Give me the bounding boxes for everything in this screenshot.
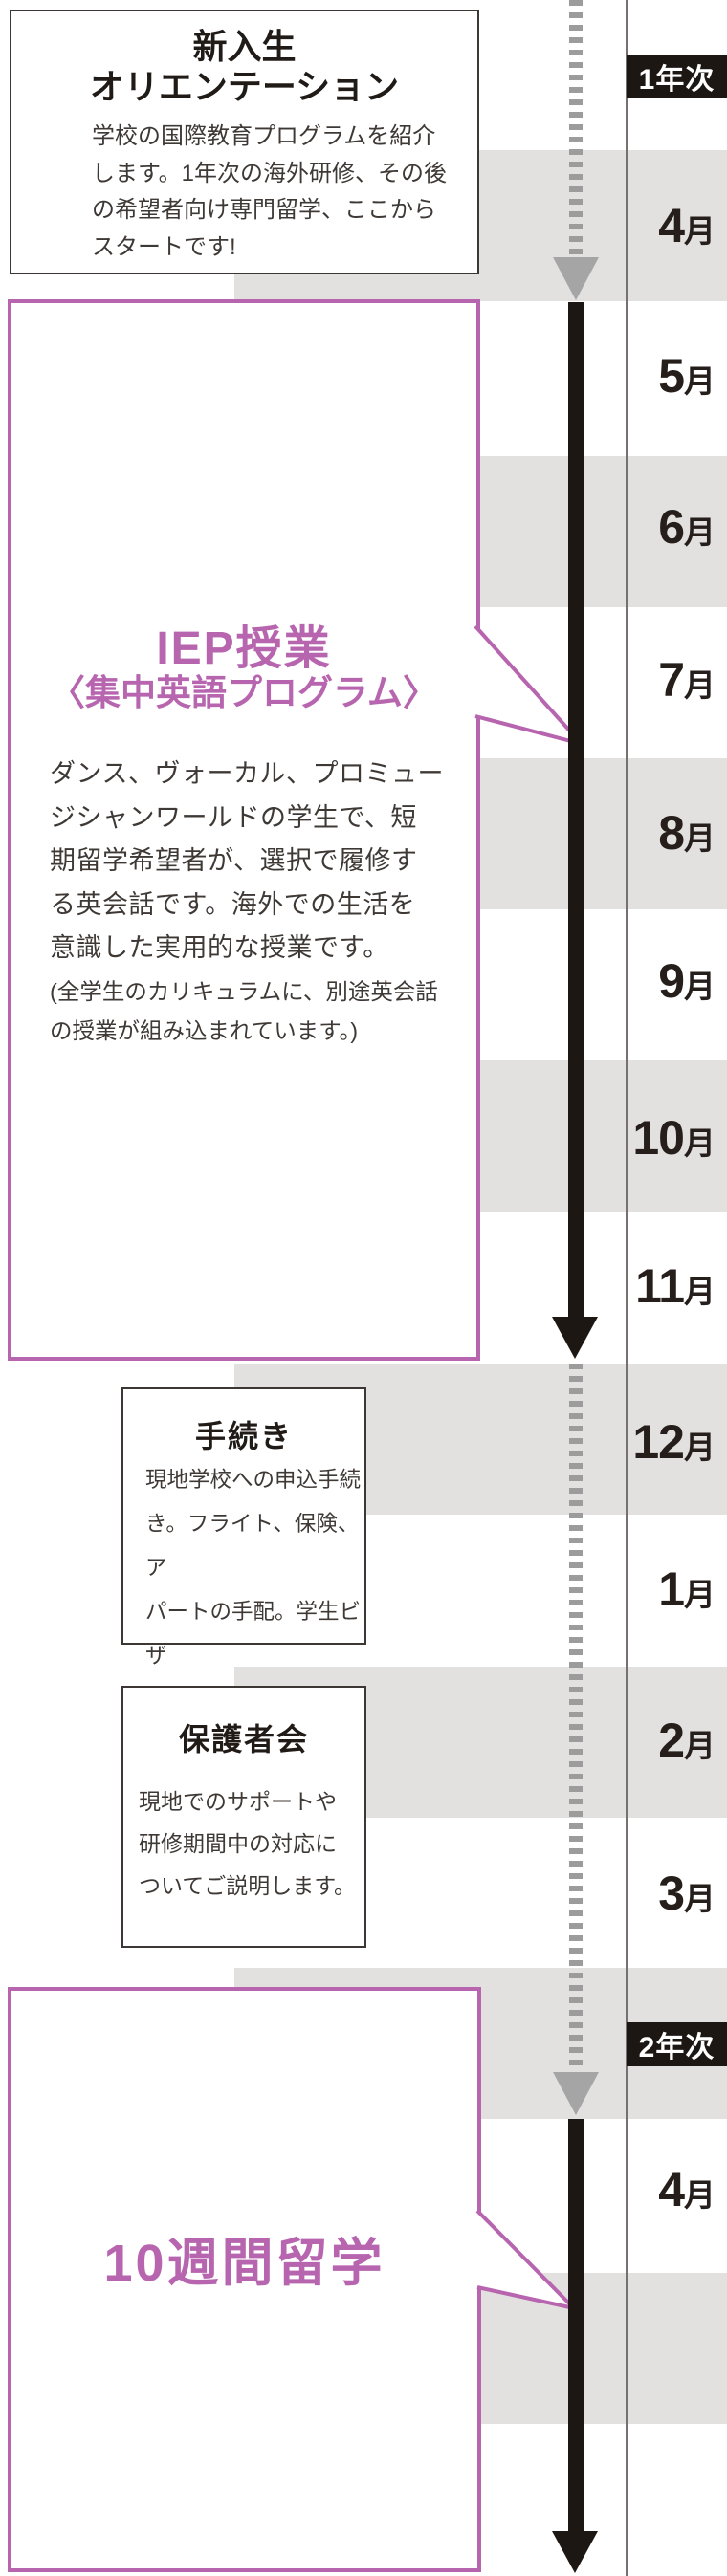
parents-meeting-box: 保護者会 現地でのサポートや研修期間中の対応についてご説明します。	[121, 1686, 366, 1948]
month-label: 2月	[658, 1714, 716, 1767]
month-label: 3月	[658, 1867, 716, 1920]
iep-title: IEP授業	[156, 623, 332, 674]
black-arrowhead-1	[552, 1317, 598, 1359]
study-abroad-title: 10週間留学	[103, 2235, 386, 2292]
month-label: 11月	[635, 1259, 716, 1313]
month-label: 9月	[658, 954, 716, 1008]
month-label: 4月	[658, 199, 716, 252]
orientation-body: 学校の国際教育プログラムを紹介します。1年次の海外研修、その後の希望者向け専門留…	[92, 123, 447, 260]
orientation-title: 新入生オリエンテーション	[89, 27, 400, 106]
black-arrowhead-2	[552, 2531, 598, 2573]
timeline-axis-line	[626, 0, 628, 2576]
month-label: 1月	[658, 1562, 716, 1616]
month-label: 4月	[658, 2163, 716, 2216]
year1-badge: 1年次	[627, 55, 727, 98]
month-label: 5月	[658, 349, 716, 403]
year2-badge: 2年次	[627, 2022, 727, 2066]
iep-subtitle: 〈集中英語プログラム〉	[50, 673, 438, 712]
month-label: 10月	[632, 1111, 716, 1165]
iep-note: (全学生のカリキュラムに、別途英会話の授業が組み込まれています。)	[50, 978, 438, 1043]
month-label: 12月	[632, 1415, 716, 1469]
parents-meeting-title: 保護者会	[178, 1722, 309, 1757]
iep-body: ダンス、ヴォーカル、プロミュージシャンワールドの学生で、短期留学希望者が、選択で…	[50, 759, 444, 962]
month-label: 7月	[658, 653, 716, 707]
month-label: 8月	[658, 806, 716, 860]
parents-meeting-body: 現地でのサポートや研修期間中の対応についてご説明します。	[139, 1789, 357, 1898]
procedure-title: 手続き	[194, 1419, 293, 1453]
iep-box: IEP授業 〈集中英語プログラム〉 ダンス、ヴォーカル、プロミュージシャンワール…	[8, 299, 480, 1361]
month-label: 6月	[658, 500, 716, 554]
study-abroad-box: 10週間留学	[8, 1987, 481, 2572]
orientation-box: 新入生オリエンテーション 学校の国際教育プログラムを紹介します。1年次の海外研修…	[10, 10, 479, 274]
